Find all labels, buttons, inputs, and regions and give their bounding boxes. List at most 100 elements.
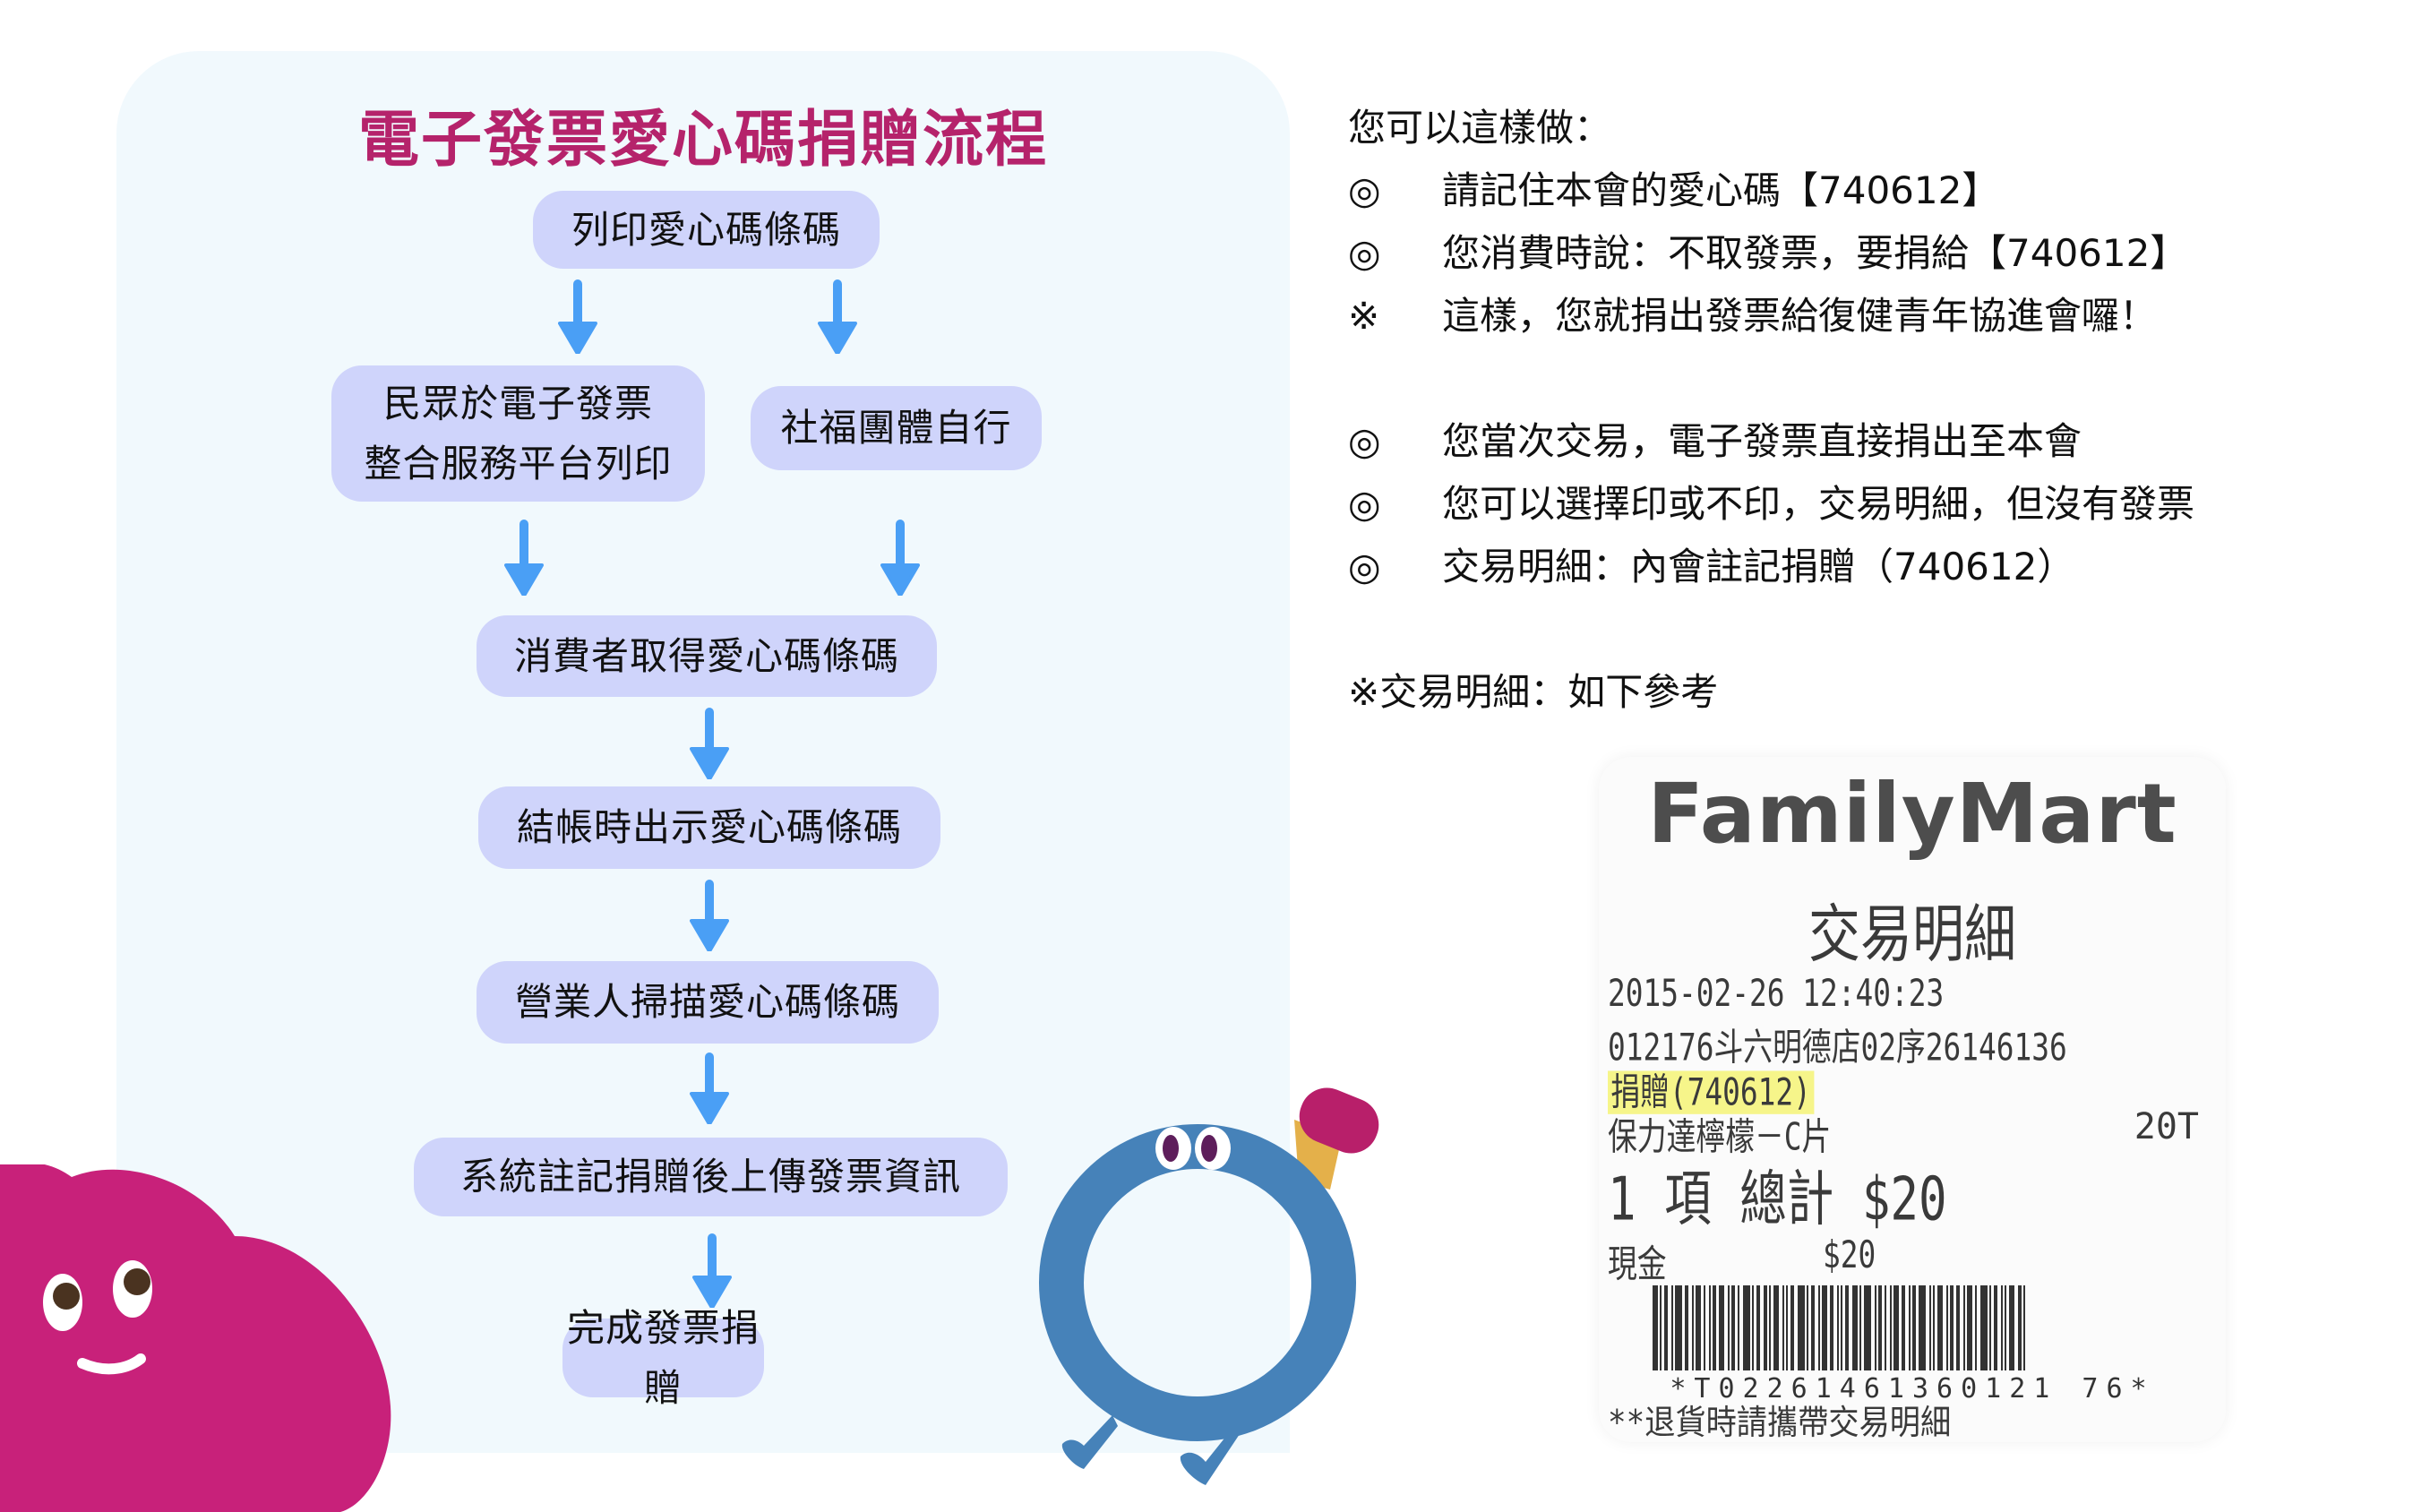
barcode-bar [1671, 1285, 1673, 1370]
barcode-bar [1912, 1285, 1916, 1370]
receipt-barcode [1653, 1285, 2154, 1370]
barcode-bar [1731, 1285, 1735, 1370]
ring-leg-left [1061, 1415, 1118, 1469]
barcode-bar [1704, 1285, 1705, 1370]
step-show-barcode: 結帳時出示愛心碼條碼 [478, 786, 940, 869]
barcode-bar [1946, 1285, 1948, 1370]
instruction-item: ※這樣，您就捐出發票給復健青年協進會囉！ [1348, 285, 2194, 348]
barcode-bar [1773, 1285, 1779, 1370]
down-arrow-icon [690, 708, 729, 779]
barcode-bar [1890, 1285, 1892, 1370]
barcode-bar [1713, 1285, 1716, 1370]
barcode-bar [1743, 1285, 1750, 1370]
receipt-total: 1 項 總計 $20 [1608, 1164, 1947, 1235]
barcode-bar [1798, 1285, 1805, 1370]
instruction-text: 您當次交易，電子發票直接捐出至本會 [1442, 419, 2082, 463]
down-arrow-icon [880, 520, 920, 596]
step-welfare-group: 社福團體自行 [751, 386, 1042, 470]
barcode-bar [1818, 1285, 1820, 1370]
double-circle-icon: ◎ [1348, 168, 1381, 212]
familymart-logo: FamilyMart [1647, 766, 2177, 862]
step-platform-print-line1: 民眾於電子發票 [382, 381, 653, 425]
down-arrow-icon [690, 1052, 729, 1124]
barcode-bar [1830, 1285, 1833, 1370]
barcode-bar [1822, 1285, 1827, 1370]
barcode-bar [1764, 1285, 1767, 1370]
receipt-cash-label: 現金 [1608, 1242, 1667, 1286]
barcode-bar [1738, 1285, 1739, 1370]
barcode-bar [1790, 1285, 1794, 1370]
barcode-bar [1728, 1285, 1730, 1370]
cloud-body [0, 1164, 391, 1512]
receipt-footer: **退貨時請攜帶交易明細 [1608, 1403, 1952, 1442]
receipt-datetime: 2015-02-26 12:40:23 [1608, 972, 1945, 1016]
barcode-bar [1902, 1285, 1905, 1370]
barcode-bar [1980, 1285, 1988, 1370]
barcode-bar [1692, 1285, 1694, 1370]
barcode-bar [1807, 1285, 1808, 1370]
barcode-bar [2009, 1285, 2014, 1370]
step-consumer-get-barcode: 消費者取得愛心碼條碼 [477, 615, 937, 697]
barcode-bar [2005, 1285, 2006, 1370]
barcode-bar [1859, 1285, 1861, 1370]
barcode-bar [1989, 1285, 1991, 1370]
instruction-text: 交易明細：內會註記捐贈（740612） [1442, 545, 2075, 588]
barcode-bar [1756, 1285, 1760, 1370]
barcode-bar [1841, 1285, 1842, 1370]
barcode-bar [1685, 1285, 1688, 1370]
barcode-bar [1933, 1285, 1935, 1370]
step-complete-donation: 完成發票捐贈 [562, 1306, 764, 1410]
cloud-smile [77, 1353, 146, 1375]
step-platform-print: 民眾於電子發票 整合服務平台列印 [331, 365, 705, 502]
double-circle-icon: ◎ [1348, 482, 1381, 526]
receipt-title: 交易明細 [1808, 898, 2016, 971]
barcode-bar [1675, 1285, 1682, 1370]
barcode-bar [1811, 1285, 1815, 1370]
instruction-text: 您消費時說：不取發票，要捐給【740612】 [1442, 231, 2188, 275]
receipt-image: FamilyMart 交易明細 2015-02-26 12:40:23 0121… [1599, 757, 2226, 1442]
barcode-bar [2001, 1285, 2003, 1370]
instruction-text: 請記住本會的愛心碼【740612】 [1442, 168, 2000, 212]
barcode-bar [1653, 1285, 1658, 1370]
barcode-bar [1660, 1285, 1662, 1370]
barcode-bar [1864, 1285, 1871, 1370]
step-print-barcode: 列印愛心碼條碼 [533, 191, 880, 269]
barcode-bar [1837, 1285, 1839, 1370]
flowchart-title: 電子發票愛心碼捐贈流程 [357, 105, 1048, 176]
step-platform-print-line2: 整合服務平台列印 [364, 442, 673, 485]
instructions: 您可以這樣做： ◎請記住本會的愛心碼【740612】 ◎您消費時說：不取發票，要… [1348, 97, 2194, 724]
receipt-cash-value: $20 [1823, 1233, 1876, 1277]
barcode-bar [1852, 1285, 1858, 1370]
barcode-bar [1967, 1285, 1972, 1370]
instruction-text: 這樣，您就捐出發票給復健青年協進會囉！ [1442, 294, 2158, 338]
step-merchant-scan: 營業人掃描愛心碼條碼 [477, 961, 939, 1044]
ring-body [1039, 1124, 1356, 1441]
barcode-bar [1885, 1285, 1886, 1370]
barcode-bar [1786, 1285, 1788, 1370]
down-arrow-icon [692, 1233, 732, 1308]
barcode-bar [1937, 1285, 1943, 1370]
barcode-bar [1752, 1285, 1754, 1370]
ring-leg-right [1180, 1426, 1241, 1485]
barcode-bar [1664, 1285, 1668, 1370]
step-system-upload: 系統註記捐贈後上傳發票資訊 [414, 1138, 1008, 1216]
double-circle-icon: ◎ [1348, 545, 1381, 588]
receipt-donation-highlight: 捐贈(740612) [1608, 1070, 1815, 1114]
receipt-donation-line: 捐贈(740612) [1608, 1061, 1815, 1116]
double-circle-icon: ◎ [1348, 231, 1381, 275]
barcode-bar [1963, 1285, 1965, 1370]
down-arrow-icon [818, 279, 857, 354]
instruction-item: ◎ 請記住本會的愛心碼【740612】 [1348, 159, 2194, 222]
receipt-barcode-text: *T02261461360121 76* [1670, 1373, 2155, 1405]
instructions-note: ※交易明細：如下參考 [1348, 670, 1719, 714]
barcode-bar [1994, 1285, 1997, 1370]
barcode-bar [2023, 1285, 2025, 1370]
barcode-bar [1709, 1285, 1711, 1370]
down-arrow-icon [504, 520, 544, 596]
barcode-bar [1696, 1285, 1701, 1370]
barcode-bar [1719, 1285, 1724, 1370]
barcode-bar [1929, 1285, 1931, 1370]
instruction-item: ◎您可以選擇印或不印，交易明細，但沒有發票 [1348, 473, 2194, 536]
ring-mascot [1039, 1087, 1379, 1485]
barcode-bar [1845, 1285, 1849, 1370]
